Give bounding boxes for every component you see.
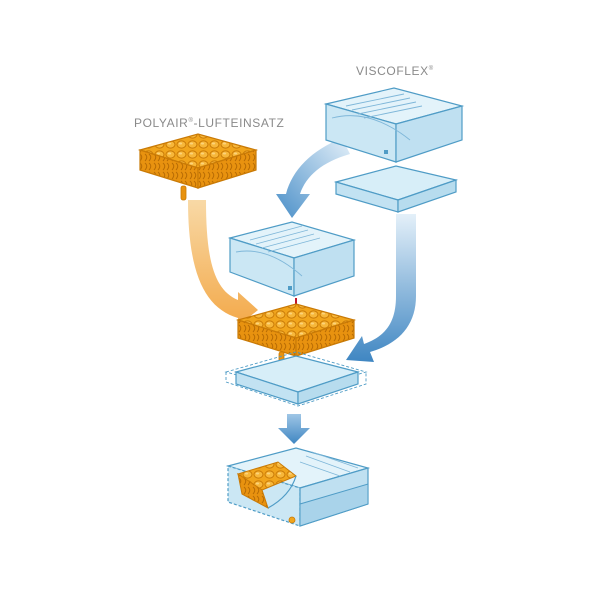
- assembly-base-plate: [224, 351, 368, 407]
- viscoflex-cushion: [323, 87, 465, 163]
- flow-arrow-icon: [346, 214, 416, 362]
- assembled-cushion: [225, 447, 371, 527]
- flow-arrow-icon: [278, 414, 310, 444]
- polyair-label: POLYAIR®-LUFTEINSATZ: [134, 116, 284, 130]
- viscoflex-name: VISCOFLEX: [356, 64, 429, 78]
- viscoflex-cover-foam: [227, 221, 357, 297]
- polyair-name: POLYAIR: [134, 116, 189, 130]
- polyair-suffix: -LUFTEINSATZ: [193, 116, 285, 130]
- flow-arrow-icon: [188, 200, 258, 326]
- viscoflex-label: VISCOFLEX®: [356, 64, 434, 78]
- air-cell-insert-icon: [137, 133, 259, 201]
- air-cell-insert-icon: [235, 303, 357, 365]
- polyair-trademark: ®: [188, 118, 194, 124]
- viscoflex-base-plate: [333, 165, 459, 213]
- viscoflex-trademark: ®: [428, 66, 434, 72]
- flow-arrow-icon: [276, 138, 350, 218]
